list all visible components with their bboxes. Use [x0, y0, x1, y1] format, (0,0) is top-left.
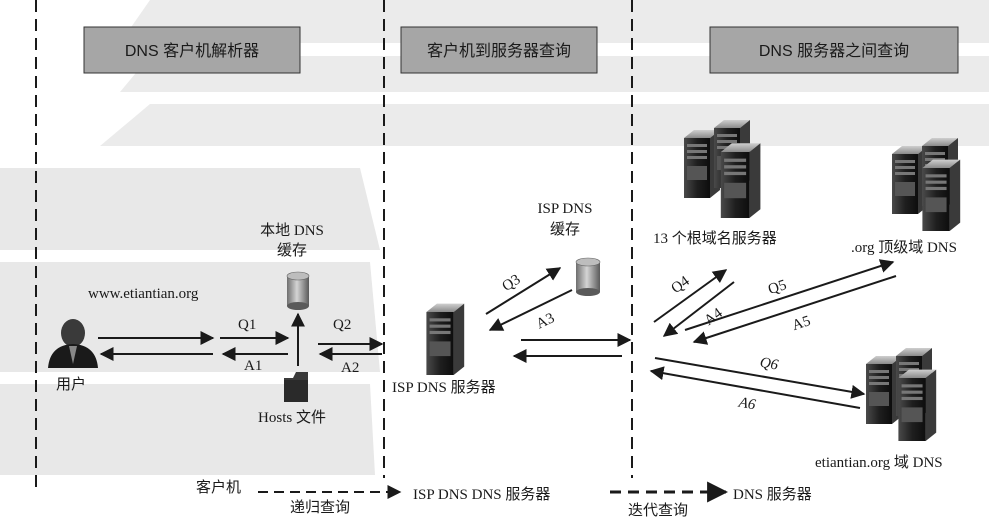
q1-a1-arrows	[98, 331, 290, 361]
q3-a3-arrows	[485, 267, 573, 331]
domain-dns-label: etiantian.org 域 DNS	[815, 454, 943, 471]
user-icon	[48, 319, 98, 368]
root-servers-icon	[684, 120, 761, 218]
a6-label: A6	[737, 395, 758, 414]
flow-isp-dns-server: ISP DNS DNS 服务器	[413, 486, 550, 503]
local-cache-label-2: 缓存	[277, 242, 307, 259]
isp-cache-label-1: ISP DNS	[538, 201, 593, 217]
q2-label: Q2	[333, 317, 351, 333]
isp-cache-cylinder-icon	[575, 257, 601, 296]
local-cache-label-1: 本地 DNS	[260, 222, 324, 239]
header-server-to-server: DNS 服务器之间查询	[709, 26, 959, 74]
org-tld-label: .org 顶级域 DNS	[851, 239, 957, 256]
header-server-to-server-label: DNS 服务器之间查询	[759, 42, 909, 60]
user-url: www.etiantian.org	[88, 286, 199, 302]
q2-a2-arrows	[318, 337, 384, 361]
q4-label: Q4	[668, 273, 693, 297]
header-client-resolver-label: DNS 客户机解析器	[125, 42, 259, 60]
local-cache-cylinder-icon	[286, 271, 310, 310]
root-servers-label: 13 个根域名服务器	[653, 230, 777, 247]
q4-a4-arrows	[653, 269, 735, 337]
a2-label: A2	[341, 360, 359, 376]
folder-icon	[284, 372, 308, 402]
flow-dns-server: DNS 服务器	[733, 486, 812, 503]
domain-dns-servers-icon	[866, 348, 937, 441]
flow-recursive-query: 递归查询	[290, 499, 350, 516]
a5-label: A5	[790, 313, 812, 334]
header-client-to-server: 客户机到服务器查询	[400, 26, 598, 74]
org-tld-servers-icon	[892, 138, 961, 231]
user-label: 用户	[56, 376, 86, 393]
q3-label: Q3	[500, 272, 524, 295]
header-client-resolver: DNS 客户机解析器	[83, 26, 301, 74]
hosts-file-label: Hosts 文件	[258, 409, 326, 426]
q5-a5-arrows	[684, 259, 897, 345]
flow-client: 客户机	[196, 479, 241, 496]
header-client-to-server-label: 客户机到服务器查询	[427, 42, 571, 60]
q1-label: Q1	[238, 317, 256, 333]
flow-iterative-query: 迭代查询	[628, 502, 688, 519]
isp-server-icon	[426, 303, 465, 375]
isp-server-label: ISP DNS 服务器	[392, 379, 496, 396]
isp-hub-arrows	[512, 333, 632, 363]
q6-a6-arrows	[649, 357, 866, 409]
a3-label: A3	[534, 310, 558, 332]
bottom-flow: 客户机 递归查询 ISP DNS DNS 服务器 迭代查询 DNS 服务器	[196, 479, 812, 519]
background-bands	[0, 0, 989, 475]
q5-label: Q5	[766, 277, 788, 298]
column-dividers	[35, 0, 633, 490]
q6-label: Q6	[759, 355, 780, 374]
isp-cache-label-2: 缓存	[550, 221, 580, 238]
a1-label: A1	[244, 358, 262, 374]
